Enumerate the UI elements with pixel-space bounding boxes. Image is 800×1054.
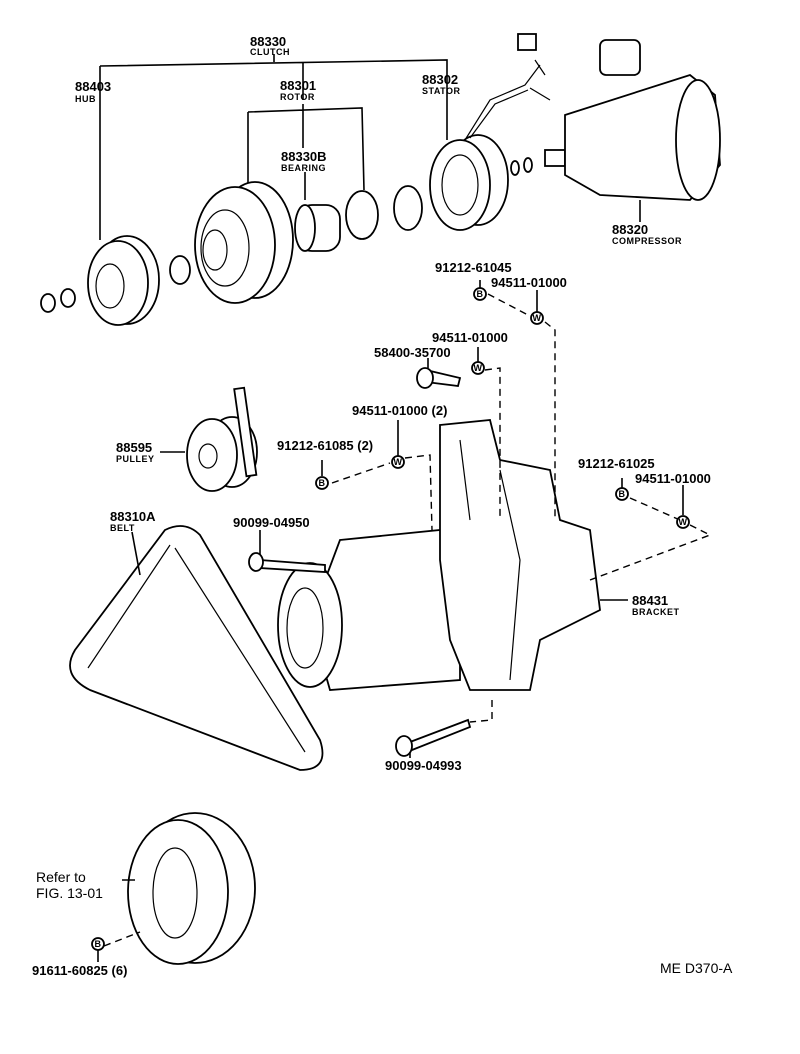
bolt-symbol-icon xyxy=(473,287,487,301)
washer-top-label: 94511-01000 xyxy=(491,275,567,290)
crank-pulley-part xyxy=(127,812,256,965)
crank-bolt-label: 91611-60825 (6) xyxy=(32,963,127,978)
bolt-right-label: 91212-61025 xyxy=(578,456,655,471)
bolt-long-label: 90099-04950 xyxy=(233,515,310,530)
stator-part xyxy=(429,64,541,231)
bolt-lower-label: 90099-04993 xyxy=(385,758,462,773)
bearing-part-number: 88330B xyxy=(281,149,327,164)
bolt-symbol-letter: B xyxy=(477,289,484,299)
bolt-symbol-icon xyxy=(615,487,629,501)
washer-symbol-icon xyxy=(391,455,405,469)
reference-line-1: Refer to xyxy=(36,869,86,885)
compressor-name: COMPRESSOR xyxy=(612,236,682,246)
bolt-symbol-icon xyxy=(91,937,105,951)
bolt-symbol-icon xyxy=(315,476,329,490)
compressor-installed-part xyxy=(277,529,461,691)
bearing-name: BEARING xyxy=(281,163,326,173)
clutch-name: CLUTCH xyxy=(250,47,290,57)
clutch-leader-lines xyxy=(99,54,448,240)
clutch-part-number: 88330 xyxy=(250,34,286,49)
fastener-symbols: B W W W B B W B xyxy=(91,287,690,951)
washer-right-label: 94511-01000 xyxy=(635,471,711,486)
dashed-leaders xyxy=(97,280,712,962)
belt-part xyxy=(69,525,324,771)
washer-symbol-icon xyxy=(471,361,485,375)
callout-labels: 88330 CLUTCH 88403 HUB 88301 ROTOR 88302… xyxy=(75,34,682,617)
bolt-symbol-letter: B xyxy=(319,478,326,488)
stator-part-number: 88302 xyxy=(422,72,458,87)
hub-part xyxy=(40,235,191,326)
compressor-part-number: 88320 xyxy=(612,222,648,237)
washer-symbol-letter: W xyxy=(533,313,542,323)
washer-mid-label: 94511-01000 xyxy=(432,330,508,345)
bolt-symbol-letter: B xyxy=(619,489,626,499)
rotor-name: ROTOR xyxy=(280,92,315,102)
washer-symbol-icon xyxy=(530,311,544,325)
bracket-name: BRACKET xyxy=(632,607,680,617)
pulley-name: PULLEY xyxy=(116,454,155,464)
idler-pulley-part xyxy=(186,386,258,492)
belt-name: BELT xyxy=(110,523,135,533)
washer-symbol-letter: W xyxy=(679,517,688,527)
rotor-part xyxy=(194,181,294,304)
belt-part-number: 88310A xyxy=(110,509,156,524)
hub-name: HUB xyxy=(75,94,96,104)
diagram-code: ME D370-A xyxy=(660,960,733,976)
hub-part-number: 88403 xyxy=(75,79,111,94)
stud-label: 58400-35700 xyxy=(374,345,451,360)
bolt-2-label: 91212-61085 (2) xyxy=(277,438,373,453)
bolts xyxy=(248,367,472,757)
bearing-part xyxy=(294,185,423,252)
bolt-top-label: 91212-61045 xyxy=(435,260,512,275)
rotor-part-number: 88301 xyxy=(280,78,316,93)
pulley-part-number: 88595 xyxy=(116,440,152,455)
reference-line-2: FIG. 13-01 xyxy=(36,885,103,901)
bracket-part xyxy=(439,419,601,691)
compressor-part xyxy=(510,33,721,201)
bolt-symbol-letter: B xyxy=(95,939,102,949)
bracket-part-number: 88431 xyxy=(632,593,668,608)
washer-symbol-letter: W xyxy=(394,457,403,467)
washer-2-label: 94511-01000 (2) xyxy=(352,403,447,418)
washer-symbol-icon xyxy=(676,515,690,529)
fastener-labels: 91212-61045 94511-01000 94511-01000 5840… xyxy=(32,260,711,978)
belt-leader xyxy=(131,531,141,576)
stator-name: STATOR xyxy=(422,86,461,96)
washer-symbol-letter: W xyxy=(474,363,483,373)
